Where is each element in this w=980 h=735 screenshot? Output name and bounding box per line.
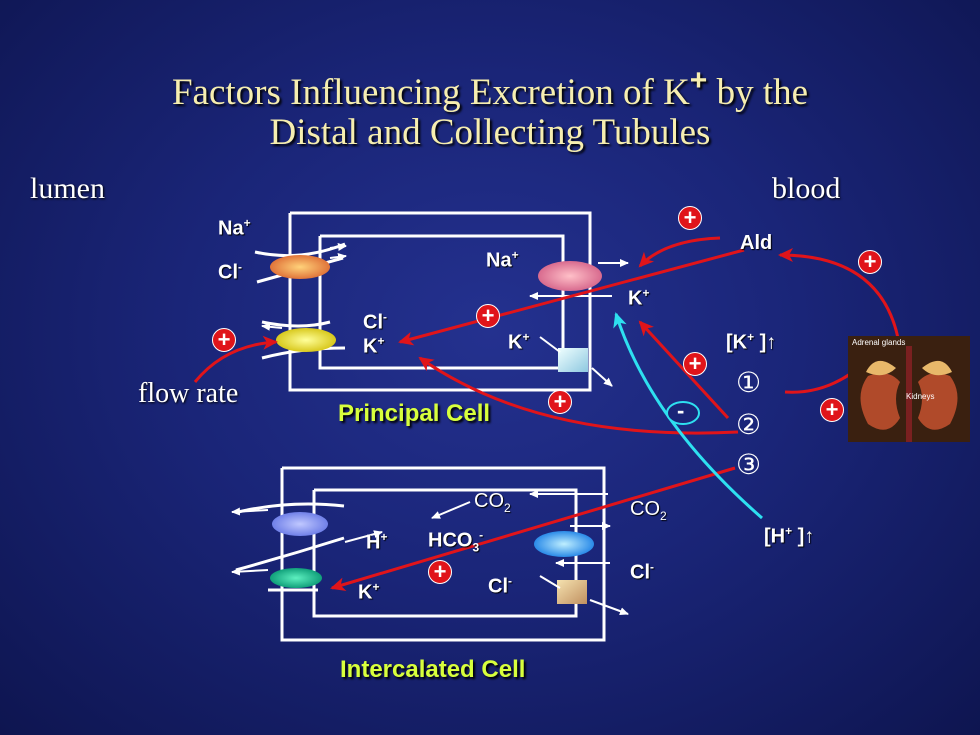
intercalated-cell-label: Intercalated Cell (340, 656, 526, 683)
h-concentration-label: [H+ ]↑ (764, 524, 815, 548)
minus-sign: - (677, 398, 685, 423)
arrow-factor2-to-k (418, 356, 739, 435)
cl-ion-secreted: Cl- (363, 310, 387, 334)
kidney-adrenal-image: Adrenal glands Kidneys (848, 336, 970, 442)
flow-rate-label: flow rate (138, 378, 239, 409)
k-ion-secreted: K+ (363, 334, 385, 358)
k-ion-cell: K+ (508, 330, 530, 354)
na-ion-lumen: Na+ (218, 216, 251, 240)
arrow-ald-to-k-secretion (398, 248, 745, 346)
arrow-flow-rate (193, 335, 278, 383)
na-cl-channel-luminal (254, 242, 347, 284)
page-subtitle: Distal and Collecting Tubules (269, 112, 711, 153)
factor-2: ② (736, 408, 762, 441)
red-arrows (193, 236, 900, 591)
blood-label: blood (772, 172, 841, 205)
principal-cell-label: Principal Cell (338, 400, 491, 427)
co2-blood: CO2 (630, 498, 667, 523)
cl-ion-intercalated: Cl- (488, 574, 512, 598)
plus-sign-k-conc-glands: + (820, 398, 844, 422)
lumen-label: lumen (30, 172, 105, 205)
k-channel-basolateral (539, 336, 613, 387)
h-pump-luminal (231, 502, 345, 576)
adrenal-glands-caption: Adrenal glands (852, 338, 906, 347)
co2-cell: CO2 (474, 490, 511, 515)
plus-sign-glands-ald: + (858, 250, 882, 274)
plus-sign-ald-pump: + (678, 206, 702, 230)
minus-sign-circle (666, 401, 700, 425)
arrow-factor3-to-hk (330, 466, 736, 591)
factor-3: ③ (736, 448, 762, 481)
factor-1: ① (736, 366, 762, 399)
na-ion-cell: Na+ (486, 248, 519, 272)
plus-sign-k-conc-pump: + (683, 352, 707, 376)
cl-ion-lumen: Cl- (218, 260, 242, 284)
h-k-atpase-luminal (268, 568, 322, 592)
co2-diffusion (344, 490, 608, 543)
plus-sign-factor3: + (428, 560, 452, 584)
k-concentration-label: [K+ ]↑ (726, 330, 777, 354)
k-ion-blood: K+ (628, 286, 650, 310)
arrow-glands-to-ald (778, 248, 900, 339)
aldosterone-label: Ald (740, 232, 773, 254)
arrow-ald-to-pump (638, 236, 721, 268)
kidneys-caption: Kidneys (906, 392, 935, 401)
page-title: Factors Influencing Excretion of K+ by t… (171, 64, 809, 113)
na-k-pump-basolateral (529, 259, 629, 350)
plus-sign-k-secretion: + (476, 304, 500, 328)
cl-ion-blood: Cl- (630, 560, 654, 584)
plus-sign-flow-rate: + (212, 328, 236, 352)
principal-cell-box (288, 211, 592, 392)
k-ion-reabsorbed: K+ (358, 580, 380, 604)
k-cl-cotransporter-luminal (261, 320, 346, 360)
h-ion: H+ (366, 530, 388, 554)
cl-hco3-exchanger-basolateral (534, 522, 611, 567)
cl-channel-basolateral (539, 575, 629, 615)
plus-sign-factor2: + (548, 390, 572, 414)
hco3-ion: HCO3- (428, 528, 484, 555)
